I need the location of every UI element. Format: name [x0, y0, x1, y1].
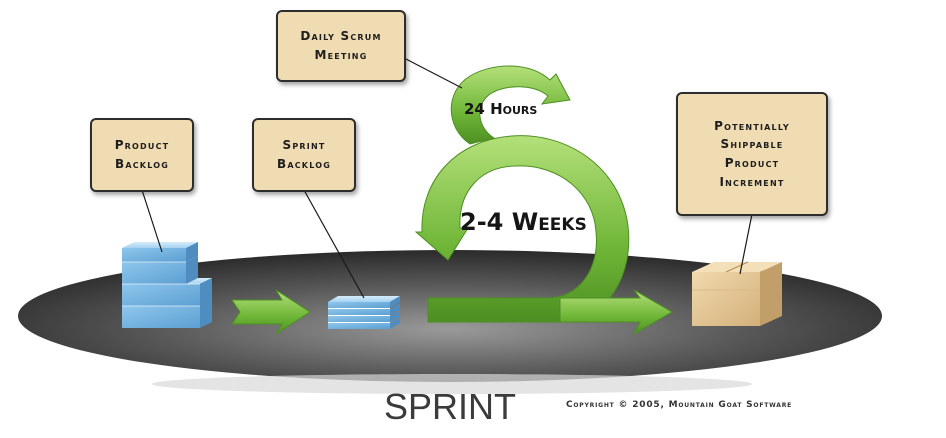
sprint-backlog-label: Sprint Backlog — [252, 118, 356, 192]
shippable-box — [692, 261, 782, 326]
daily-scrum-label: Daily Scrum Meeting — [276, 10, 406, 82]
product-backlog-blocks — [122, 242, 212, 328]
sprint-loop-arrow — [414, 135, 673, 336]
daily-loop-arrow — [450, 65, 571, 145]
backlog-arrow — [231, 289, 311, 335]
big-loop-label: 2-4 Weeks — [460, 208, 587, 236]
sprint-backlog-stack — [328, 296, 400, 329]
connector-daily-scrum — [403, 57, 463, 89]
connector-increment — [739, 213, 753, 275]
platform-shadow — [152, 374, 752, 394]
sprint-caption: SPRINT — [383, 386, 516, 427]
product-backlog-label: Product Backlog — [90, 118, 194, 192]
connector-sprint-backlog — [303, 189, 365, 299]
increment-label: Potentially Shippable Product Increment — [676, 92, 828, 216]
connector-product-backlog — [141, 189, 163, 253]
copyright-notice: Copyright © 2005, Mountain Goat Software — [566, 400, 793, 410]
small-loop-label: 24 Hours — [464, 100, 538, 118]
